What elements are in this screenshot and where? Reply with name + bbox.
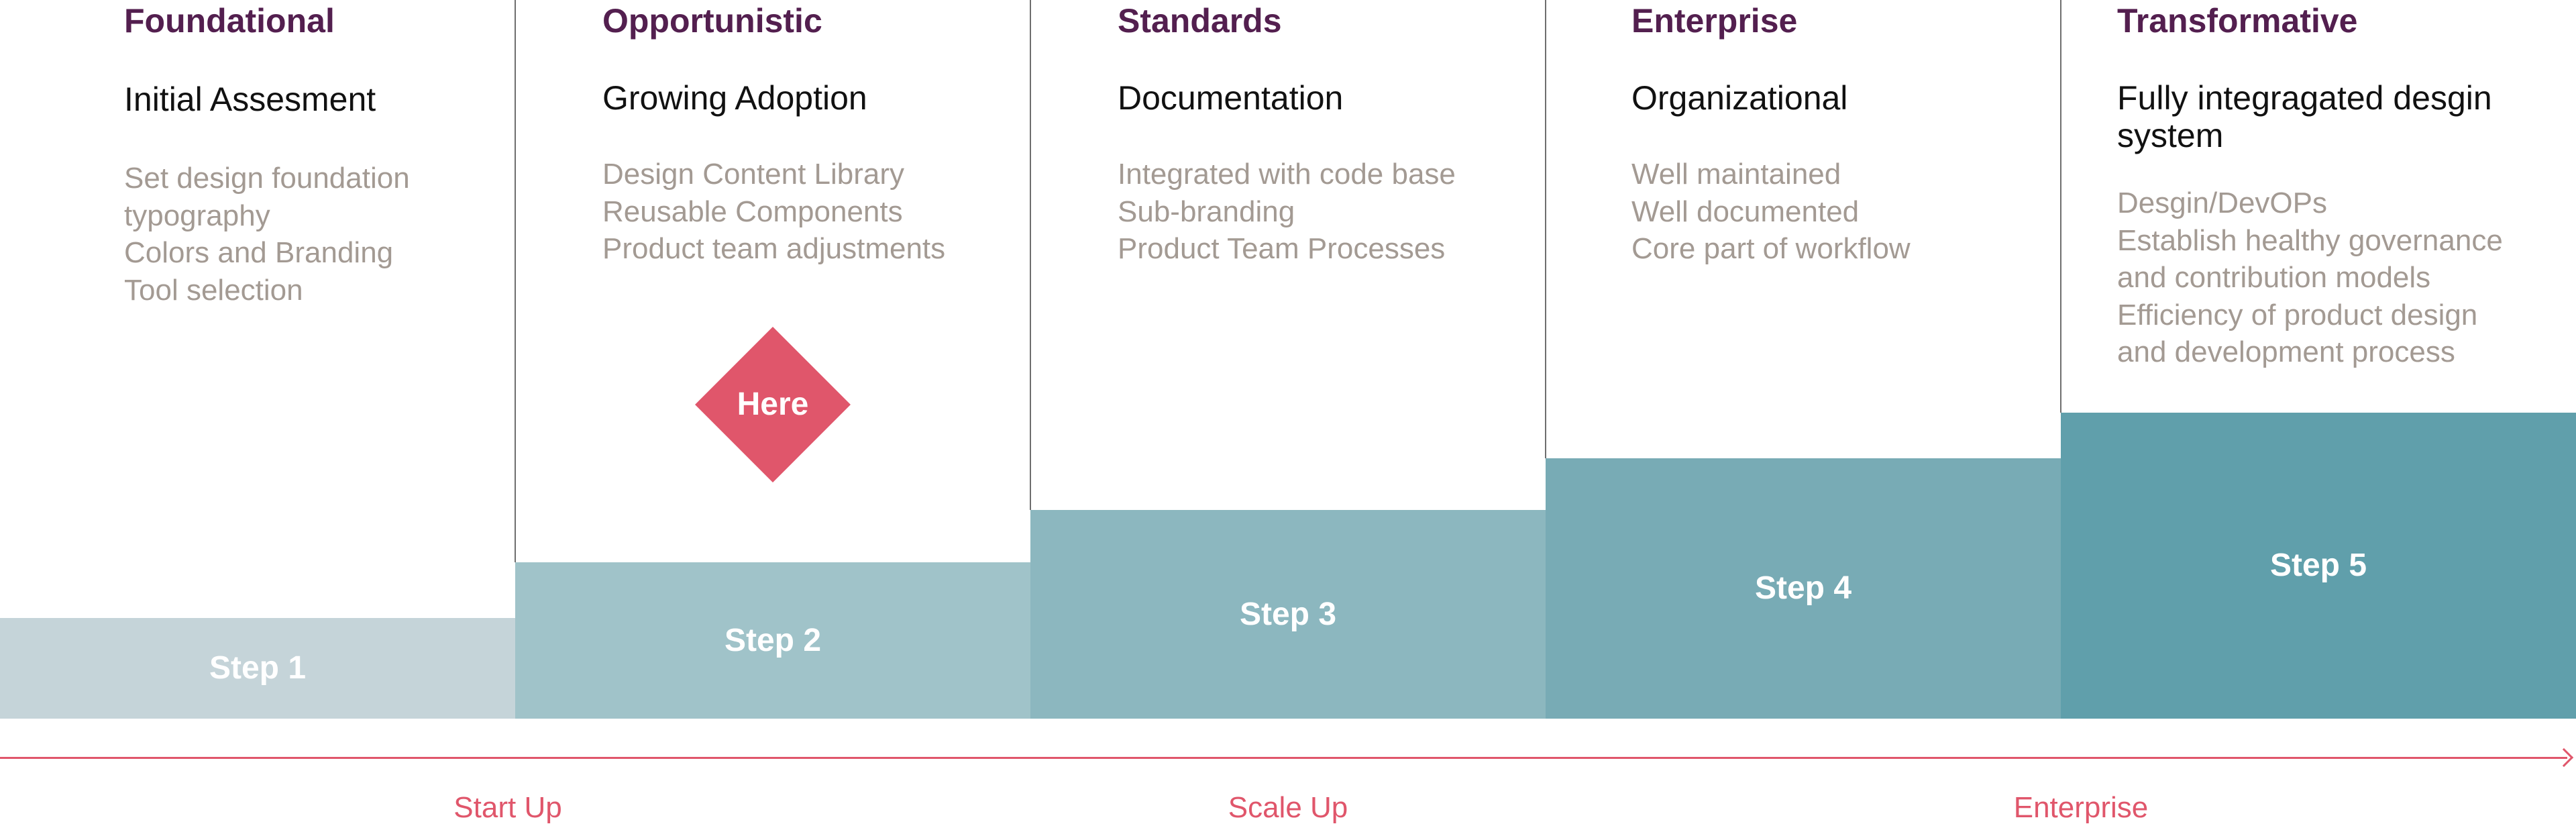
subtitle-line: Fully integragated desgin — [2117, 79, 2492, 117]
list-item: Tool selection — [124, 273, 303, 307]
step-block-5: Step 5 — [2061, 413, 2576, 719]
step-label: Step 1 — [209, 650, 307, 686]
column-divider — [515, 0, 516, 562]
step-label: Step 2 — [724, 622, 822, 658]
phase-label-scale-up: Scale Up — [1228, 791, 1348, 824]
phase-label-start-up: Start Up — [453, 791, 562, 824]
stage-subtitle: Fully integragated desgin system — [2117, 79, 2492, 154]
list-item: and development process — [2117, 335, 2455, 368]
list-item: and contribution models — [2117, 261, 2431, 294]
stage-subtitle: Organizational — [1631, 79, 1848, 117]
list-item: Set design foundation — [124, 162, 410, 195]
arrow-right-icon — [2554, 747, 2574, 768]
stage-items: Design Content Library Reusable Componen… — [602, 156, 945, 268]
list-item: Product Team Processes — [1118, 232, 1446, 265]
stage-subtitle: Growing Adoption — [602, 79, 867, 117]
list-item: Colors and Branding — [124, 236, 394, 269]
stage-heading: Enterprise — [1631, 2, 1798, 40]
stage-subtitle: Initial Assesment — [124, 81, 376, 118]
stage-items: Desgin/DevOPs Establish healthy governan… — [2117, 185, 2503, 371]
column-divider — [2060, 0, 2061, 413]
list-item: Product team adjustments — [602, 232, 946, 265]
list-item: Well documented — [1631, 195, 1860, 228]
timeline-axis — [0, 757, 2567, 759]
step-label: Step 4 — [1754, 570, 1852, 606]
list-item: typography — [124, 199, 270, 232]
stage-subtitle: Documentation — [1118, 79, 1344, 117]
stage-heading: Foundational — [124, 2, 335, 40]
phase-label-enterprise: Enterprise — [2013, 791, 2149, 824]
list-item: Core part of workflow — [1631, 232, 1911, 265]
stage-items: Integrated with code base Sub-branding P… — [1118, 156, 1456, 268]
stage-heading: Opportunistic — [602, 2, 822, 40]
step-block-3: Step 3 — [1030, 510, 1546, 719]
step-block-1: Step 1 — [0, 618, 515, 719]
list-item: Efficiency of product design — [2117, 298, 2478, 331]
subtitle-line: system — [2117, 117, 2224, 154]
list-item: Reusable Components — [602, 195, 903, 228]
list-item: Design Content Library — [602, 158, 905, 191]
column-divider — [1030, 0, 1031, 510]
list-item: Establish healthy governance — [2117, 223, 2503, 257]
list-item: Desgin/DevOPs — [2117, 187, 2328, 219]
stage-items: Set design foundation typography Colors … — [124, 160, 410, 309]
step-label: Step 5 — [2269, 548, 2367, 583]
column-divider — [1545, 0, 1546, 458]
stage-heading: Transformative — [2117, 2, 2358, 40]
step-block-4: Step 4 — [1546, 458, 2061, 719]
step-block-2: Step 2 — [515, 562, 1030, 719]
step-label: Step 3 — [1239, 596, 1337, 632]
list-item: Sub-branding — [1118, 195, 1295, 228]
marker-label: Here — [737, 386, 809, 422]
list-item: Integrated with code base — [1118, 158, 1456, 191]
list-item: Well maintained — [1631, 158, 1841, 191]
stage-heading: Standards — [1118, 2, 1282, 40]
stage-items: Well maintained Well documented Core par… — [1631, 156, 1911, 268]
